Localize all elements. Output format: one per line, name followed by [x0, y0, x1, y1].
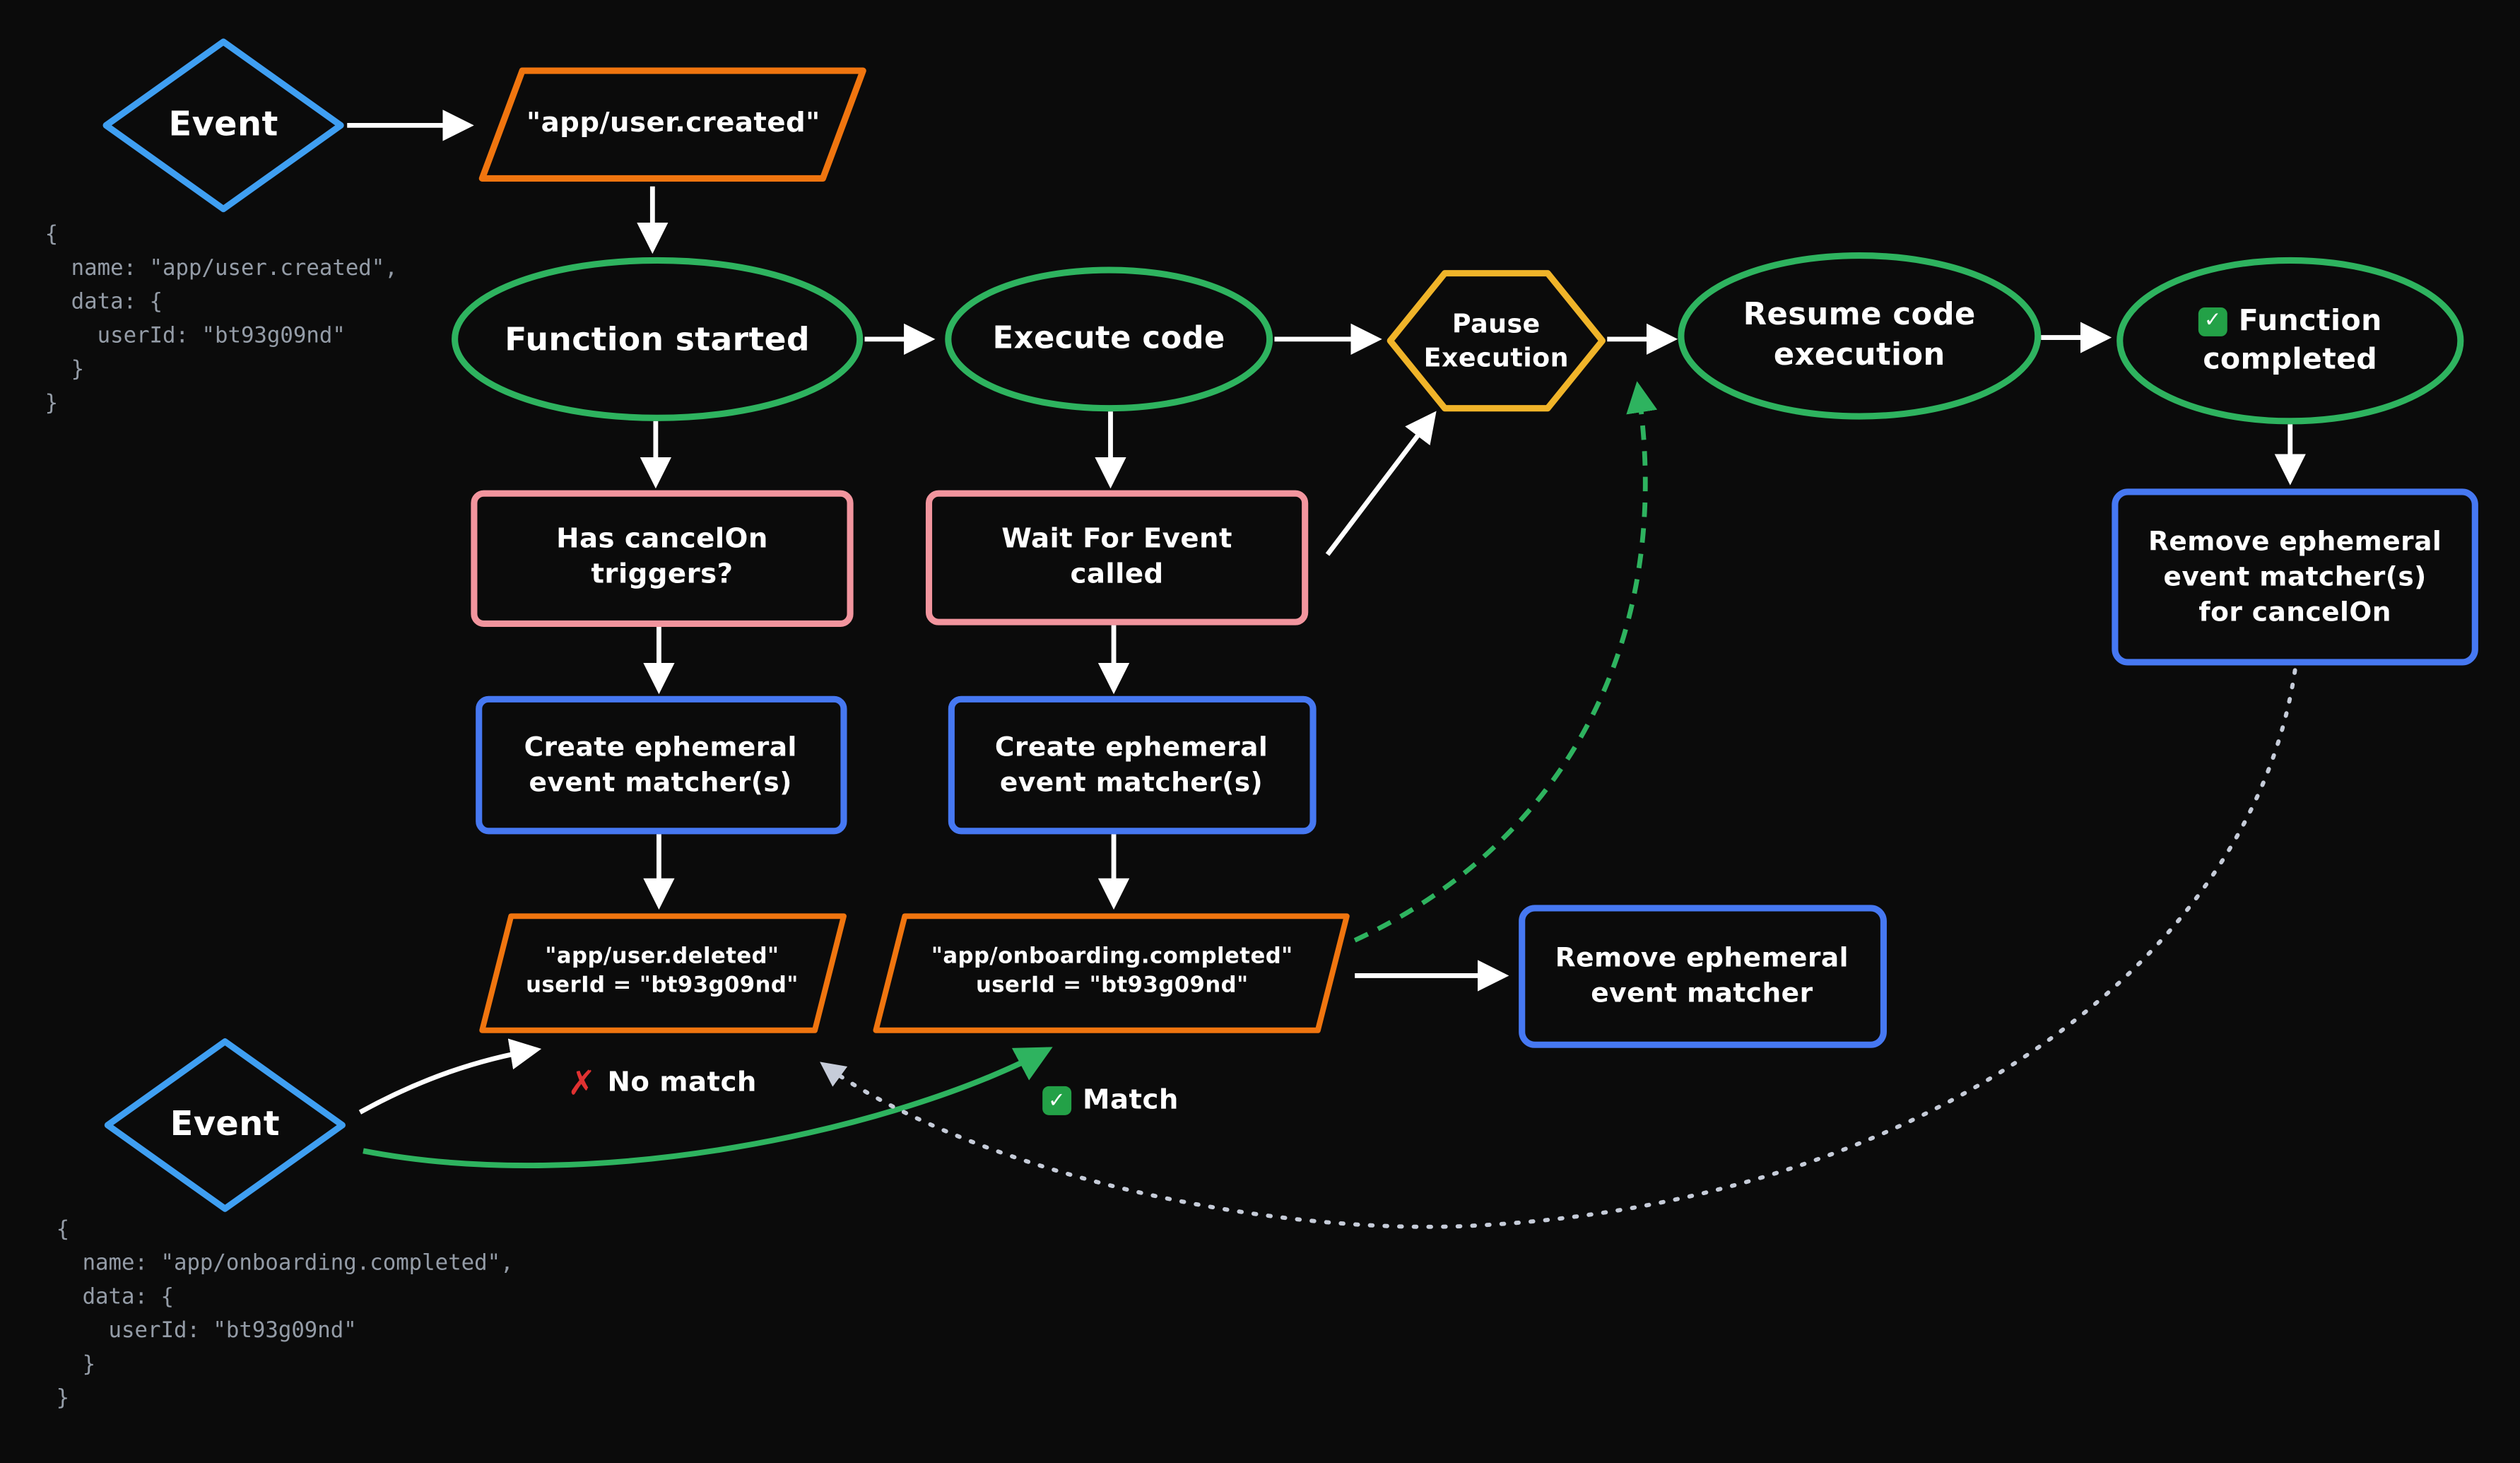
cross-icon: ✗	[567, 1063, 596, 1102]
function-started-label: Function started	[505, 319, 811, 358]
trigger-event-label: "app/user.created"	[526, 107, 820, 140]
onboarding-matcher-parallelogram-shape	[873, 913, 1350, 1033]
remove-matchers-cancelon-rect-shape	[2112, 488, 2478, 666]
event-top-diamond-shape	[102, 38, 344, 213]
has-cancelon-line2: triggers?	[591, 559, 734, 592]
remove-matchers-cancelon-label: Remove ephemeral event matcher(s) for ca…	[2148, 524, 2442, 630]
check-icon: ✓	[1042, 1086, 1072, 1116]
dashed-arrow-matcher-to-resume	[1353, 381, 1658, 943]
remove-matcher-rect-shape	[1519, 905, 1887, 1048]
user-deleted-matcher-parallelogram-shape	[479, 913, 847, 1033]
check-icon: ✓	[2198, 307, 2227, 336]
onboarding-matcher-label: "app/onboarding.completed" userId = "bt9…	[931, 944, 1293, 1001]
remove-matcher-label: Remove ephemeral event matcher	[1555, 941, 1849, 1011]
event-bottom-label: Event	[170, 1104, 281, 1144]
remove-matchers-cancelon-line2: event matcher(s)	[2163, 560, 2427, 592]
has-cancelon-line1: Has cancelOn	[556, 523, 768, 556]
wait-for-event-line2: called	[1070, 559, 1164, 592]
match-text: Match	[1083, 1084, 1179, 1117]
pause-execution-line1: Pause	[1452, 308, 1541, 339]
wait-for-event-rect-shape	[925, 490, 1309, 625]
trigger-event-parallelogram-shape	[478, 67, 866, 182]
arrow-event-bottom-no-match	[358, 1038, 542, 1115]
function-completed-ellipse-shape	[2116, 257, 2464, 425]
remove-matchers-cancelon-line1: Remove ephemeral	[2148, 526, 2442, 557]
resume-execution-line2: execution	[1773, 337, 1945, 373]
create-matchers-left-line1: Create ephemeral	[524, 732, 797, 763]
create-matchers-left-rect-shape	[476, 695, 847, 835]
no-match-annotation: ✗ No match	[567, 1065, 757, 1101]
event-top-label: Event	[168, 105, 278, 143]
match-annotation: ✓ Match	[1042, 1083, 1179, 1119]
create-matchers-left-label: Create ephemeral event matcher(s)	[524, 730, 797, 800]
pause-execution-hexagon-shape	[1386, 270, 1606, 412]
pause-execution-label: Pause Execution	[1424, 307, 1569, 375]
pause-execution-line2: Execution	[1423, 342, 1569, 373]
user-deleted-matcher-line1: "app/user.deleted"	[545, 944, 779, 970]
dotted-line-remove-cancelon-to-matcher	[820, 668, 2297, 1229]
arrow-event-bottom-match	[363, 1047, 1053, 1169]
no-match-text: No match	[607, 1067, 757, 1100]
wait-for-event-line1: Wait For Event	[1001, 523, 1232, 556]
execute-code-ellipse-shape	[945, 266, 1273, 412]
execute-code-label: Execute code	[992, 320, 1225, 356]
create-matchers-mid-line2: event matcher(s)	[999, 766, 1264, 798]
user-deleted-matcher-line2: userId = "bt93g09nd"	[526, 972, 799, 999]
user-deleted-matcher-label: "app/user.deleted" userId = "bt93g09nd"	[526, 944, 799, 1001]
function-completed-label: ✓ Function completed	[2198, 302, 2382, 379]
onboarding-matcher-line1: "app/onboarding.completed"	[931, 944, 1293, 970]
create-matchers-mid-rect-shape	[948, 695, 1317, 835]
remove-matchers-cancelon-line3: for cancelOn	[2198, 596, 2391, 627]
create-matchers-mid-label: Create ephemeral event matcher(s)	[995, 730, 1268, 800]
remove-matcher-line1: Remove ephemeral	[1555, 942, 1849, 973]
resume-execution-label: Resume code execution	[1743, 295, 1976, 376]
function-completed-line1: Function	[2238, 304, 2382, 339]
resume-execution-ellipse-shape	[1678, 252, 2042, 420]
has-cancelon-rect-shape	[471, 490, 854, 627]
event-payload-onboarding-completed: { name: "app/onboarding.completed", data…	[56, 1216, 514, 1412]
has-cancelon-label: Has cancelOn triggers?	[556, 522, 768, 594]
wait-for-event-label: Wait For Event called	[1001, 522, 1232, 594]
resume-execution-line1: Resume code	[1743, 297, 1976, 333]
function-started-ellipse-shape	[452, 257, 864, 421]
event-payload-user-created: { name: "app/user.created", data: { user…	[45, 221, 398, 417]
create-matchers-mid-line1: Create ephemeral	[994, 732, 1268, 763]
arrow-wait-to-pause	[1325, 411, 1437, 556]
create-matchers-left-line2: event matcher(s)	[529, 766, 792, 798]
onboarding-matcher-line2: userId = "bt93g09nd"	[975, 972, 1249, 999]
function-completed-line2: completed	[2203, 342, 2378, 377]
remove-matcher-line2: event matcher	[1591, 977, 1813, 1008]
event-bottom-diamond-shape	[104, 1038, 346, 1212]
